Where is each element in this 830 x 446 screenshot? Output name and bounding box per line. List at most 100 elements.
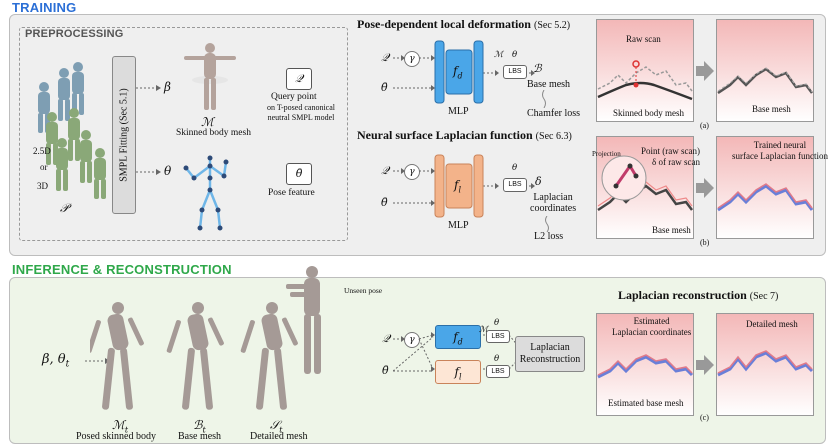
inf-fd-sub: d xyxy=(457,337,463,347)
inf-thetabar: θ̄ xyxy=(382,364,389,377)
panel-c-est-line1: Estimated xyxy=(633,316,670,326)
deform-gamma: γ xyxy=(404,51,420,67)
panel-b-arrow xyxy=(696,178,714,198)
panel-c-est: Estimated Laplacian coordinates xyxy=(612,316,691,338)
inf-q: 𝒬 xyxy=(382,332,390,345)
panel-c-result xyxy=(716,313,814,416)
posed-symbol-sub: t xyxy=(124,425,129,435)
smpl-fitting-box: SMPL Fitting (Sec 5.1) xyxy=(112,56,136,214)
inference-input-text: β, θ xyxy=(42,352,66,367)
lap-theta: θ xyxy=(512,163,518,173)
inf-fl-label: fl xyxy=(436,361,480,388)
lap-arrows xyxy=(393,168,535,206)
recon-line2: Reconstruction xyxy=(519,354,581,365)
recon-label: Laplacian Reconstruction xyxy=(516,337,584,366)
preprocessing-arrows xyxy=(136,85,161,175)
inference-input: β, θt xyxy=(42,352,69,370)
pose-feature-box: θ̄ xyxy=(286,163,312,185)
training-title: TRAINING xyxy=(12,0,77,15)
inf-fl-sub: l xyxy=(458,372,462,382)
panel-a-arrow xyxy=(696,61,714,81)
input-symbol: 𝒫 xyxy=(60,201,69,215)
panel-c-title-text: Laplacian reconstruction xyxy=(618,288,747,302)
posed-caption: Posed skinned body xyxy=(76,431,156,442)
input-3d-label: 3D xyxy=(37,181,48,191)
pose-skeleton xyxy=(183,155,229,231)
inf-arrows xyxy=(393,332,520,372)
query-symbol: 𝒬 xyxy=(295,72,303,85)
deformation-sec: (Sec 5.2) xyxy=(533,20,571,31)
lap-net: f xyxy=(454,178,459,192)
detail-caption: Detailed mesh xyxy=(250,431,308,442)
mesh-caption: Skinned body mesh xyxy=(176,128,251,138)
deform-output-symbol: ℬ xyxy=(533,62,542,75)
inf-gamma: γ xyxy=(404,332,420,348)
panel-b-trained-line2: surface Laplacian function xyxy=(732,151,828,161)
base-symbol: ℬt xyxy=(193,418,206,434)
inf-fl: f xyxy=(454,365,459,379)
deform-thetabar: θ̄ xyxy=(381,81,388,94)
panel-a-raw-scan: Raw scan xyxy=(626,34,661,44)
inference-title: INFERENCE & RECONSTRUCTION xyxy=(12,262,232,277)
inf-theta2: θ xyxy=(494,354,500,364)
panel-b-scan xyxy=(596,136,694,239)
panel-b-result xyxy=(716,136,814,239)
deform-mlp xyxy=(434,40,484,104)
lap-gamma: γ xyxy=(404,164,420,180)
panel-b-tag: (b) xyxy=(700,238,710,247)
panel-c-detailed: Detailed mesh xyxy=(746,319,798,329)
input-or-label: or xyxy=(40,162,48,172)
inf-lbs2: LBS xyxy=(486,365,510,378)
lap-mlp-label: MLP xyxy=(448,220,469,231)
lap-net-label: fl xyxy=(454,178,461,194)
laplacian-title: Neural surface Laplacian function (Sec 6… xyxy=(357,128,572,143)
deform-q: 𝒬 xyxy=(381,51,389,64)
laplacian-title-text: Neural surface Laplacian function xyxy=(357,128,533,142)
inf-m: ℳ xyxy=(479,325,489,335)
inf-fd-box: fd xyxy=(435,325,481,349)
panel-c-sec: (Sec 7) xyxy=(749,291,779,302)
inf-lbs1: LBS xyxy=(486,330,510,343)
panel-c-estimate xyxy=(596,313,694,416)
deform-net-sub: d xyxy=(457,71,463,81)
deform-lbs: LBS xyxy=(503,65,527,79)
detail-symbol-text: 𝒮 xyxy=(270,418,280,432)
inference-input-sub: t xyxy=(65,359,70,370)
lap-output: Laplacian coordinates xyxy=(530,192,576,214)
preprocessing-title: PREPROCESSING xyxy=(25,28,124,40)
base-symbol-sub: t xyxy=(202,425,206,435)
inference-bodies xyxy=(90,266,321,410)
panel-a-scan xyxy=(596,19,694,122)
input-scans xyxy=(38,62,106,199)
mesh-symbol: ℳ xyxy=(201,115,214,129)
input-25d-label: 2.5D xyxy=(33,146,51,156)
deform-mlp-label: MLP xyxy=(448,106,469,117)
lap-output-line1: Laplacian xyxy=(533,192,573,203)
theta-symbol: θ xyxy=(164,164,172,178)
panel-b-point: Point (raw scan) xyxy=(641,146,700,156)
panel-c-est-line2: Laplacian coordinates xyxy=(612,327,692,337)
lap-net-sub: l xyxy=(458,185,462,195)
tpose-body-mesh xyxy=(184,43,236,110)
deform-output: Base mesh xyxy=(527,79,571,90)
lap-lbs: LBS xyxy=(503,178,527,192)
inf-theta1: θ xyxy=(494,318,500,328)
query-caption: Query point xyxy=(271,92,317,102)
inf-fd-label: fd xyxy=(436,326,480,353)
panel-b-trained-line1: Trained neural xyxy=(753,140,807,150)
panel-a-base-mesh: Base mesh xyxy=(752,104,791,114)
panel-b-projection: Projection xyxy=(592,150,621,158)
detail-symbol-sub: t xyxy=(279,425,283,435)
panel-a-skinned: Skinned body mesh xyxy=(613,108,684,118)
lap-thetabar: θ̄ xyxy=(381,196,388,209)
preprocessing-box xyxy=(19,27,348,241)
query-point-box: 𝒬 xyxy=(286,68,312,90)
posed-symbol-text: ℳ xyxy=(112,418,125,432)
inf-fl-box: fl xyxy=(435,360,481,384)
deform-loss-connector xyxy=(542,90,546,108)
panel-b-trained: Trained neural surface Laplacian functio… xyxy=(732,140,828,162)
lap-output-line2: coordinates xyxy=(530,203,577,214)
query-note-line1: on T-posed canonical xyxy=(267,103,335,112)
base-caption: Base mesh xyxy=(178,431,222,442)
laplacian-sec: (Sec 6.3) xyxy=(535,131,572,142)
